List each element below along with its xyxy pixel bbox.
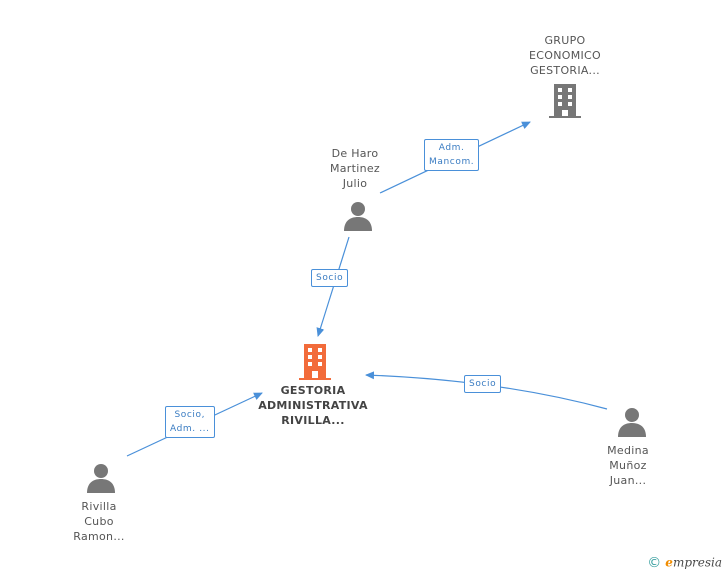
person-icon[interactable] bbox=[617, 407, 647, 437]
node-grupo-line-2: ECONOMICO bbox=[529, 49, 601, 62]
node-medina-label[interactable]: Medina Muñoz Juan... bbox=[588, 443, 668, 488]
node-deharo-line-1: De Haro bbox=[331, 147, 379, 160]
node-medina-line-2: Muñoz bbox=[609, 459, 647, 472]
footer-brand: ©empresia bbox=[647, 555, 722, 571]
node-gestoria-line-1: GESTORIA bbox=[280, 384, 346, 397]
person-icon[interactable] bbox=[86, 463, 116, 493]
edge-label-line-2: Mancom. bbox=[429, 157, 475, 167]
copyright-icon: © bbox=[647, 555, 662, 571]
node-rivilla-label[interactable]: Rivilla Cubo Ramon... bbox=[59, 499, 139, 544]
node-medina-line-1: Medina bbox=[607, 444, 649, 457]
edge-label-line-1: Adm. bbox=[438, 143, 465, 153]
node-medina-line-3: Juan... bbox=[609, 474, 647, 487]
edge-label-line-1: Socio, bbox=[174, 410, 206, 420]
node-grupo-line-1: GRUPO bbox=[544, 34, 586, 47]
edge-label-line-2: Adm. ... bbox=[170, 424, 210, 434]
brand-logo-e: e bbox=[665, 555, 673, 570]
edge-label-line-1: Socio bbox=[469, 379, 497, 389]
node-grupo-label[interactable]: GRUPO ECONOMICO GESTORIA... bbox=[515, 33, 615, 78]
node-rivilla-line-2: Cubo bbox=[84, 515, 114, 528]
node-gestoria-line-2: ADMINISTRATIVA bbox=[258, 399, 368, 412]
edge-label-socio-adm-rivilla[interactable]: Socio, Adm. ... bbox=[165, 406, 215, 438]
main-building-icon[interactable] bbox=[299, 344, 331, 380]
person-icon[interactable] bbox=[343, 201, 373, 231]
node-deharo-line-2: Martinez bbox=[329, 162, 381, 175]
node-grupo-line-3: GESTORIA... bbox=[530, 64, 600, 77]
node-deharo-line-3: Julio bbox=[342, 177, 368, 190]
edge-label-adm-mancom[interactable]: Adm. Mancom. bbox=[424, 139, 480, 171]
edge-label-socio-deharo[interactable]: Socio bbox=[311, 269, 349, 287]
node-gestoria-label[interactable]: GESTORIA ADMINISTRATIVA RIVILLA... bbox=[248, 383, 378, 428]
node-rivilla-line-1: Rivilla bbox=[81, 500, 117, 513]
brand-logo: empresia bbox=[665, 556, 722, 570]
building-icon[interactable] bbox=[549, 84, 581, 118]
node-rivilla-line-3: Ramon... bbox=[73, 530, 125, 543]
brand-logo-rest: mpresia bbox=[672, 555, 722, 570]
node-deharo-label[interactable]: De Haro Martinez Julio bbox=[305, 146, 405, 191]
node-gestoria-line-3: RIVILLA... bbox=[281, 414, 345, 427]
edge-label-socio-medina[interactable]: Socio bbox=[464, 375, 502, 393]
edge-label-line-1: Socio bbox=[316, 273, 344, 283]
